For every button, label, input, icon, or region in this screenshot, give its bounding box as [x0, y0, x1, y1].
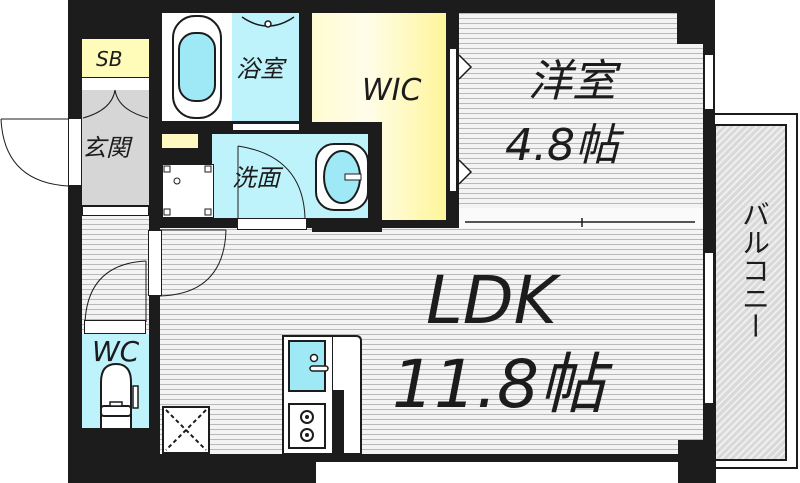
stove-icon — [288, 403, 326, 449]
shoe-box — [82, 39, 149, 77]
toilet-icon — [100, 362, 139, 428]
washbasin-icon — [315, 143, 369, 211]
shoe-box-doors — [82, 89, 149, 119]
bathroom-wet-area — [232, 13, 299, 121]
ldk-corner-pillar — [678, 440, 716, 483]
ldk-window[interactable] — [704, 252, 714, 404]
washroom-door-swing — [237, 145, 306, 219]
western-room-size: 4.8帖 — [505, 120, 619, 171]
shoe-box-label: SB — [96, 47, 123, 71]
ldk-name: LDK — [426, 262, 557, 339]
toilet-door[interactable] — [84, 320, 146, 334]
entrance-step — [82, 206, 149, 216]
shower-icon — [241, 16, 295, 28]
wic-door[interactable] — [449, 48, 457, 192]
bathroom-label: 浴室 — [236, 55, 284, 83]
hall-door[interactable] — [148, 230, 162, 296]
wic-label: WIC — [362, 73, 422, 108]
storage-box-icon — [162, 406, 210, 454]
western-room-name: 洋室 — [528, 56, 616, 107]
front-door[interactable] — [68, 118, 82, 186]
toilet-label: WC — [92, 335, 140, 368]
washroom-door[interactable] — [237, 218, 307, 230]
ldk-room — [160, 228, 703, 454]
balcony — [714, 124, 787, 461]
bathroom-door[interactable] — [232, 123, 300, 131]
western-room-strip — [459, 208, 703, 228]
washroom-label: 洗面 — [232, 164, 280, 192]
bathtub-icon — [172, 15, 222, 119]
hall-door-swing — [159, 229, 227, 297]
wic-door-hinges — [458, 54, 473, 185]
entrance-label: 玄関 — [82, 134, 130, 162]
shoe-box-strip — [82, 78, 149, 90]
toilet-door-swing — [84, 260, 147, 323]
entrance — [82, 90, 149, 205]
front-door-swing — [0, 118, 69, 187]
hallway — [82, 216, 149, 334]
washing-machine-icon — [163, 165, 212, 216]
window[interactable] — [704, 54, 714, 110]
western-room-lower — [459, 44, 703, 228]
sliding-door-rail — [465, 218, 695, 227]
kitchen-sink-icon — [288, 340, 329, 392]
ldk-size: 11.8帖 — [392, 346, 605, 423]
shelf — [162, 134, 198, 148]
balcony-label: バルコニー — [738, 200, 771, 340]
